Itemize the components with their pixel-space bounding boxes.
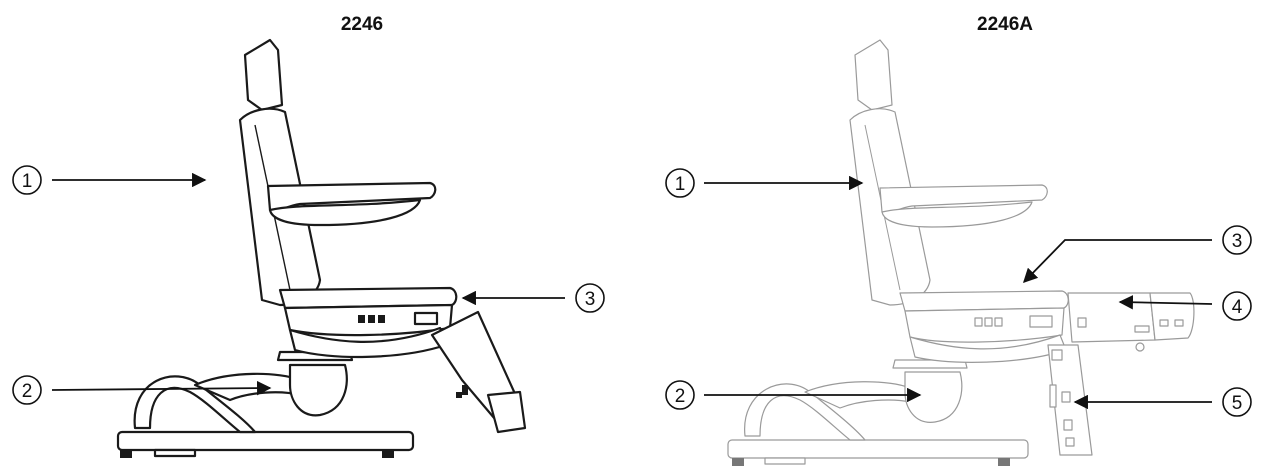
right-foot-switch-1 — [1159, 319, 1169, 327]
right-armrest-lower — [881, 201, 1033, 228]
right-callout-5-label: 5 — [1232, 393, 1243, 414]
right-seat-handle — [1029, 315, 1053, 328]
right-base-arch — [744, 383, 866, 441]
right-footrest-extended — [1149, 292, 1195, 341]
right-foot-right — [998, 458, 1010, 466]
right-model-title: 2246A — [977, 14, 1033, 35]
left-callout-2-arrow — [51, 380, 272, 396]
right-chair-illustration — [727, 39, 1195, 466]
right-callout-5: 5 — [1073, 387, 1252, 417]
left-armrest-lower — [268, 198, 422, 227]
left-button-2 — [368, 315, 375, 323]
left-callout-3-label: 3 — [585, 289, 596, 310]
left-callout-2: 2 — [12, 375, 272, 405]
right-lowered-handle — [1049, 384, 1057, 408]
right-legrest-knob — [1077, 317, 1087, 328]
left-callout-3: 3 — [461, 283, 605, 313]
left-button-3 — [378, 315, 385, 323]
right-callout-4-arrow — [1118, 295, 1213, 310]
right-lowered-switch-3 — [1065, 437, 1075, 447]
right-callout-4-label: 4 — [1232, 297, 1243, 318]
left-callout-1: 1 — [12, 165, 207, 195]
left-foot-left — [120, 450, 132, 458]
left-pedestal — [288, 363, 348, 417]
right-base-plate — [727, 439, 1029, 459]
right-pedestal — [904, 371, 963, 423]
left-foot-right — [382, 450, 394, 458]
left-chair-illustration — [116, 38, 527, 458]
right-callout-1: 1 — [665, 168, 864, 198]
left-headrest — [243, 38, 284, 112]
left-model-title: 2246 — [341, 14, 383, 35]
right-legrest-wheel — [1135, 342, 1145, 352]
right-callout-2-label: 2 — [675, 386, 686, 407]
left-legrest-knob-2 — [456, 392, 462, 398]
right-callout-2: 2 — [665, 380, 922, 410]
right-button-1 — [974, 317, 983, 327]
right-lowered-switch-1 — [1061, 391, 1071, 403]
right-lowered-knob — [1051, 349, 1063, 361]
left-base-tab — [153, 448, 197, 458]
right-foot-switch-2 — [1174, 319, 1184, 327]
left-callout-2-label: 2 — [22, 381, 33, 402]
right-base-tab — [764, 457, 806, 465]
right-button-2 — [984, 317, 993, 327]
left-seat-handle — [413, 311, 439, 326]
left-callout-1-label: 1 — [22, 171, 33, 192]
left-legrest-knob — [462, 385, 468, 395]
right-lowered-switch-2 — [1063, 419, 1073, 431]
right-callout-1-label: 1 — [675, 174, 686, 195]
left-base-plate — [116, 430, 415, 452]
right-callout-3: 3 — [1022, 225, 1252, 284]
left-footrest — [486, 390, 527, 434]
right-button-3 — [994, 317, 1003, 327]
right-legrest-switch — [1134, 325, 1150, 333]
right-callout-3-arrow — [1022, 239, 1212, 284]
right-headrest — [854, 39, 893, 111]
left-button-1 — [358, 315, 365, 323]
right-callout-4: 4 — [1118, 291, 1252, 321]
right-callout-3-label: 3 — [1232, 231, 1243, 252]
right-foot-left — [732, 458, 744, 466]
